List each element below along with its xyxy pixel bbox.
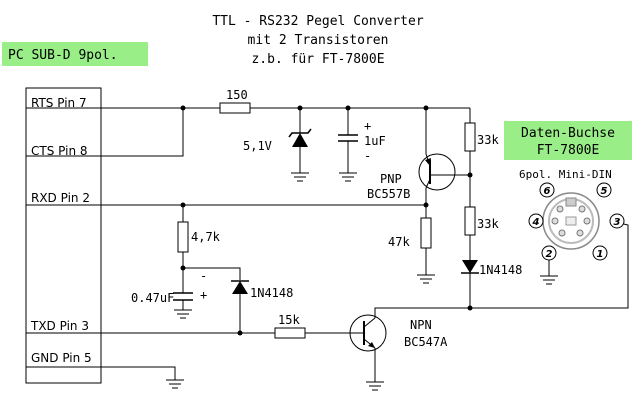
label-zener: 5,1V bbox=[243, 139, 272, 153]
ground-47k bbox=[417, 274, 435, 284]
label-r-33k-bottom: 33k bbox=[477, 217, 499, 231]
wires bbox=[26, 107, 629, 382]
label-pnp-part: BC557B bbox=[367, 187, 410, 201]
diode-right bbox=[461, 260, 479, 274]
label-r-33k-top: 33k bbox=[477, 133, 499, 147]
mini-din-label: 6pol. Mini-DIN bbox=[519, 168, 612, 181]
title-line-2: mit 2 Transistoren bbox=[248, 33, 389, 48]
label-cap-047: 0.47uF bbox=[131, 291, 174, 305]
pc-connector-box bbox=[25, 87, 102, 384]
junction-dots bbox=[180, 105, 473, 336]
ground-din bbox=[540, 260, 558, 285]
title-block: TTL - RS232 Pegel Converter mit 2 Transi… bbox=[212, 14, 423, 67]
pin-label-rts: RTS Pin 7 bbox=[31, 96, 87, 110]
din-pin-5: 5 bbox=[601, 186, 608, 197]
label-cap-plus: + bbox=[364, 119, 371, 133]
resistors bbox=[177, 102, 476, 339]
capacitor-047uf bbox=[173, 292, 193, 301]
label-npn-type: NPN bbox=[410, 318, 432, 332]
label-r-4-7k: 4,7k bbox=[191, 230, 221, 244]
ground-047uf bbox=[174, 309, 192, 319]
resistor-33k-bottom bbox=[464, 206, 476, 236]
label-r-15k: 15k bbox=[278, 313, 300, 327]
radio-label-line-2: FT-7800E bbox=[537, 143, 600, 158]
din-pin-3: 3 bbox=[614, 217, 621, 228]
pc-label-box bbox=[2, 42, 148, 66]
capacitor-1uf bbox=[338, 134, 358, 142]
din-pin-6: 6 bbox=[544, 186, 551, 197]
resistor-4-7k bbox=[177, 221, 189, 253]
title-line-1: TTL - RS232 Pegel Converter bbox=[212, 14, 423, 29]
label-diode-left: 1N4148 bbox=[250, 286, 293, 300]
component-labels: 150 5,1V + 1uF - 33k 33k PNP BC557B 47k … bbox=[131, 88, 522, 349]
label-cap-minus: - bbox=[364, 149, 371, 163]
din-pin-1: 1 bbox=[597, 249, 604, 260]
radio-label-box bbox=[504, 121, 632, 160]
pin-label-rxd: RXD Pin 2 bbox=[31, 191, 90, 205]
mini-din-connector bbox=[542, 192, 600, 250]
pin-label-txd: TXD Pin 3 bbox=[30, 319, 89, 333]
pin-label-cts: CTS Pin 8 bbox=[31, 144, 88, 158]
diode-left bbox=[231, 280, 249, 294]
resistor-33k-top bbox=[464, 122, 476, 152]
mini-din-pin-badges: 6 5 4 3 2 1 bbox=[528, 182, 625, 261]
label-cap-1uf: 1uF bbox=[364, 134, 386, 148]
din-pin-4: 4 bbox=[532, 217, 540, 228]
npn-transistor bbox=[349, 314, 387, 352]
pin-label-gnd: GND Pin 5 bbox=[31, 351, 92, 365]
label-cap2-plus: + bbox=[200, 288, 207, 302]
din-pin-2: 2 bbox=[546, 249, 553, 260]
zener-diode bbox=[288, 128, 312, 147]
ground-1uf bbox=[339, 172, 357, 182]
ground-symbols bbox=[166, 172, 558, 391]
label-r-47k: 47k bbox=[388, 235, 410, 249]
resistor-150 bbox=[219, 102, 251, 114]
label-diode-right: 1N4148 bbox=[479, 263, 522, 277]
label-pnp-type: PNP bbox=[380, 172, 402, 186]
pc-pin-labels: RTS Pin 7 CTS Pin 8 RXD Pin 2 TXD Pin 3 … bbox=[30, 96, 92, 365]
label-r-150: 150 bbox=[226, 88, 248, 102]
ground-zener bbox=[291, 172, 309, 182]
resistor-15k bbox=[274, 327, 306, 339]
resistor-47k bbox=[420, 217, 432, 249]
title-line-3: z.b. für FT-7800E bbox=[251, 52, 384, 67]
pnp-transistor bbox=[418, 153, 456, 191]
pc-label: PC SUB-D 9pol. bbox=[8, 48, 118, 63]
ground-npn bbox=[366, 381, 384, 391]
label-npn-part: BC547A bbox=[404, 335, 448, 349]
label-cap2-minus: - bbox=[200, 269, 207, 283]
ground-pc bbox=[166, 379, 184, 389]
radio-label-line-1: Daten-Buchse bbox=[521, 126, 615, 141]
